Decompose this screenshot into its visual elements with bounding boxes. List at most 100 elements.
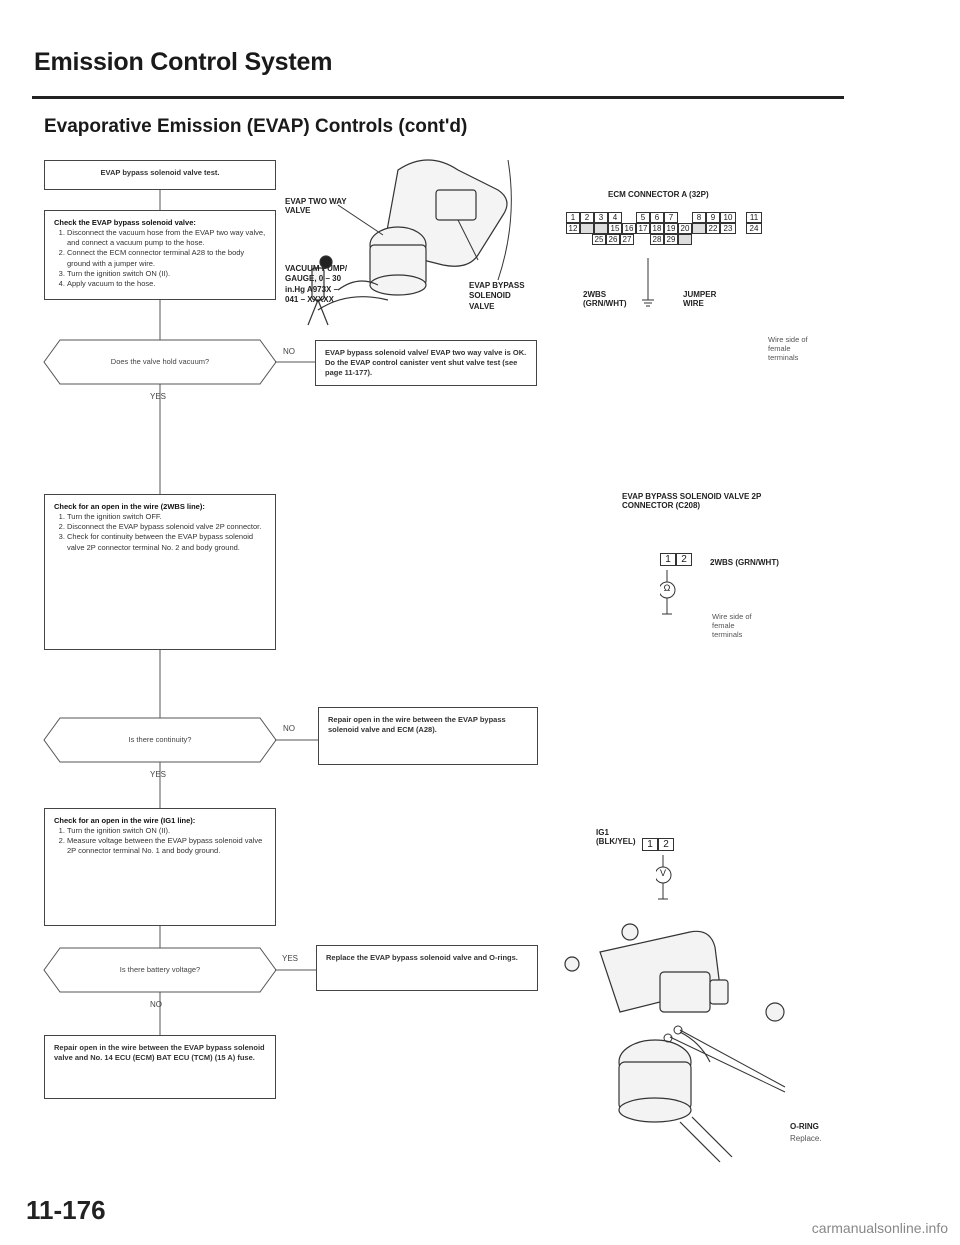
watermark: carmanualsonline.info [811, 1220, 948, 1236]
ecm-pin: 9 [706, 212, 720, 223]
bypass-valve-label: EVAP BYPASS SOLENOID VALVE [469, 281, 525, 311]
ecm-pin-blank [678, 234, 692, 245]
step3-item: Measure voltage between the EVAP bypass … [67, 836, 266, 856]
ecm-pin: 22 [706, 223, 720, 234]
ecm-row: 1 2 3 4 5 6 7 8 9 10 11 [566, 212, 796, 223]
step3-item: Turn the ignition switch ON (II). [67, 826, 266, 836]
decision2-text: Is there continuity? [128, 735, 192, 744]
ecm-pin: 5 [636, 212, 650, 223]
no1-box: EVAP bypass solenoid valve/ EVAP two way… [315, 340, 537, 386]
step3-box: Check for an open in the wire (IG1 line)… [44, 808, 276, 926]
ecm-pin: 7 [664, 212, 678, 223]
no3-label: NO [150, 1000, 162, 1009]
voltmeter-icon: V [659, 868, 666, 878]
ecm-pin: 18 [650, 223, 664, 234]
ecm-row: 12 15 16 17 18 19 20 22 23 24 [566, 223, 796, 234]
ecm-pin: 20 [678, 223, 692, 234]
ig1-pin: 2 [658, 838, 674, 851]
ecm-pin: 6 [650, 212, 664, 223]
ig1-connector: 1 2 [642, 838, 674, 851]
vacuum-gauge-label: VACUUM PUMP/ GAUGE, 0 – 30 in.Hg A973X –… [285, 264, 348, 305]
ecm-pin: 1 [566, 212, 580, 223]
ecm-pin: 4 [608, 212, 622, 223]
no2-box: Repair open in the wire between the EVAP… [318, 707, 538, 765]
ig1-pin: 1 [642, 838, 658, 851]
ecm-pin: 2 [580, 212, 594, 223]
start-box: EVAP bypass solenoid valve test. [44, 160, 276, 190]
bypass-pin: 1 [660, 553, 676, 566]
ecm-pin: 24 [746, 223, 762, 234]
two-way-valve-label: EVAP TWO WAY VALVE [285, 197, 347, 215]
bypass-connector-title: EVAP BYPASS SOLENOID VALVE 2P CONNECTOR … [622, 492, 762, 510]
page-title: Emission Control System [34, 48, 333, 76]
step3-heading: Check for an open in the wire (IG1 line)… [54, 816, 196, 825]
ecm-gap [678, 212, 692, 223]
ohmmeter-symbol-graphic [660, 570, 676, 615]
ecm-pin: 29 [664, 234, 678, 245]
ecm-pin: 23 [720, 223, 736, 234]
bypass-pin: 2 [676, 553, 692, 566]
final-box: Repair open in the wire between the EVAP… [44, 1035, 276, 1099]
step2-box: Check for an open in the wire (2WBS line… [44, 494, 276, 650]
ecm-side-note: Wire side of female terminals [768, 335, 808, 362]
step2-item: Check for continuity between the EVAP by… [67, 532, 266, 552]
step1-item: Apply vacuum to the hose. [67, 279, 266, 289]
decision3-text: Is there battery voltage? [119, 965, 201, 974]
ecm-gap [634, 234, 650, 245]
o-ring-label: O-RING [790, 1122, 819, 1131]
step2-item: Turn the ignition switch OFF. [67, 512, 266, 522]
yes3-box: Replace the EVAP bypass solenoid valve a… [316, 945, 538, 991]
ecm-pin: 17 [636, 223, 650, 234]
step1-item: Turn the ignition switch ON (II). [67, 269, 266, 279]
step1-heading: Check the EVAP bypass solenoid valve: [54, 218, 196, 227]
bypass-connector: 1 2 [660, 553, 692, 566]
ecm-pin: 11 [746, 212, 762, 223]
ecm-pin: 27 [620, 234, 634, 245]
ecm-row: 25 26 27 28 29 [566, 234, 796, 245]
section-title: Evaporative Emission (EVAP) Controls (co… [44, 116, 468, 137]
o-ring-note: Replace. [790, 1134, 822, 1143]
yes1-label: YES [150, 392, 167, 401]
ecm-gap [736, 212, 746, 223]
ecm-pin: 8 [692, 212, 706, 223]
ecm-pin-blank [580, 223, 594, 234]
bypass-side-note: Wire side of female terminals [712, 612, 752, 639]
ecm-pin: 28 [650, 234, 664, 245]
step1-box: Check the EVAP bypass solenoid valve: Di… [44, 210, 276, 300]
no2-label: NO [283, 724, 295, 733]
step2-heading: Check for an open in the wire (2WBS line… [54, 502, 205, 511]
ecm-gap [736, 223, 746, 234]
ecm-connector-title: ECM CONNECTOR A (32P) [608, 190, 709, 199]
ecm-pin: 25 [592, 234, 606, 245]
step2-item: Disconnect the EVAP bypass solenoid valv… [67, 522, 266, 532]
bypass-wire-label: 2WBS (GRN/WHT) [710, 558, 779, 567]
step1-item: Connect the ECM connector terminal A28 t… [67, 248, 266, 268]
ecm-pin: 10 [720, 212, 736, 223]
ecm-pin-blank [692, 223, 706, 234]
solenoid-assembly-illustration [564, 923, 786, 1163]
ig1-wire-label: IG1 (BLK/YEL) [596, 828, 636, 846]
ecm-pin: 26 [606, 234, 620, 245]
ecm-gap [622, 212, 636, 223]
decision1-text: Does the valve hold vacuum? [110, 357, 210, 366]
title-rule [32, 96, 844, 99]
ecm-jumper-lines [642, 258, 654, 307]
voltmeter-symbol-graphic [656, 855, 672, 900]
ecm-wire-label: 2WBS (GRN/WHT) [583, 290, 627, 308]
ecm-connector: 1 2 3 4 5 6 7 8 9 10 11 12 15 16 17 18 1… [566, 212, 796, 245]
ecm-pin: 16 [622, 223, 636, 234]
no1-label: NO [283, 347, 295, 356]
page-number: 11-176 [26, 1195, 106, 1225]
yes2-label: YES [150, 770, 167, 779]
ecm-pin: 3 [594, 212, 608, 223]
step1-item: Disconnect the vacuum hose from the EVAP… [67, 228, 266, 248]
ohm-icon: Ω [663, 583, 671, 593]
ecm-pin-blank [594, 223, 608, 234]
ecm-pin: 15 [608, 223, 622, 234]
evap-valve-illustration [307, 159, 512, 326]
yes3-label: YES [282, 954, 299, 963]
jumper-wire-label: JUMPER WIRE [683, 290, 717, 308]
ecm-pin: 12 [566, 223, 580, 234]
ecm-pin: 19 [664, 223, 678, 234]
